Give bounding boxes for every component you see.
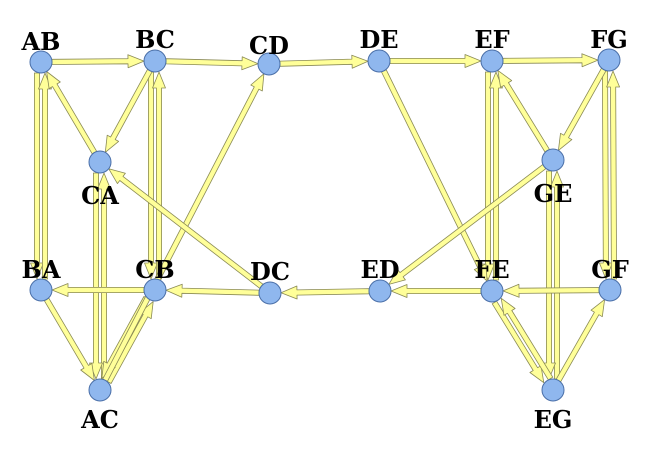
edge-ge-to-ef [497, 70, 550, 153]
node-de [367, 49, 391, 73]
edge-layer [30, 53, 620, 384]
node-label-fe: FE [474, 255, 509, 284]
edge-ca-to-ab [46, 71, 97, 155]
edge-fe-to-ed [390, 284, 482, 298]
edge-eg-to-fe [500, 297, 554, 381]
node-label-ca: CA [81, 181, 119, 210]
edge-gf-to-fg [606, 70, 620, 280]
node-label-ac: AC [80, 405, 119, 434]
edge-eg-to-gf [555, 299, 605, 383]
node-ca [88, 150, 112, 174]
node-gf [598, 278, 622, 302]
node-fg [597, 48, 621, 72]
edge-eg-to-ge [550, 170, 564, 380]
edge-bc-to-cd [165, 56, 259, 71]
node-layer [29, 48, 622, 402]
edge-cb-to-bc [152, 71, 166, 280]
edge-dc-to-cb [165, 283, 260, 298]
node-eg [541, 378, 565, 402]
node-label-cd: CD [249, 31, 289, 60]
edge-de-to-ef [389, 54, 482, 68]
node-ab [29, 50, 53, 74]
edge-ac-to-ca [97, 172, 111, 380]
node-label-cb: CB [135, 255, 174, 284]
node-ba [29, 278, 53, 302]
node-label-ba: BA [22, 255, 61, 284]
node-bc [143, 49, 167, 73]
edge-cb-to-ba [51, 283, 145, 297]
edge-ge-to-eg [542, 170, 556, 380]
node-label-fg: FG [590, 25, 628, 54]
node-ac [88, 378, 112, 402]
node-dc [258, 281, 282, 305]
node-ed [368, 279, 392, 303]
node-label-gf: GF [591, 255, 629, 284]
edge-fg-to-gf [599, 70, 613, 280]
label-layer: AB BC CD DE EF FG CA GE BA CB DC ED FE GF AC EG [21, 25, 629, 434]
node-label-ef: EF [474, 25, 509, 54]
edge-ge-to-ed [388, 164, 547, 285]
edge-bc-to-ca [104, 69, 153, 153]
node-label-ab: AB [21, 27, 61, 56]
node-label-bc: BC [135, 25, 175, 54]
edge-ab-to-bc [51, 54, 145, 69]
edge-cd-to-de [279, 54, 369, 69]
edge-ba-to-ab [38, 72, 52, 280]
node-fe [480, 279, 504, 303]
edge-fg-to-ge [558, 67, 607, 151]
node-label-dc: DC [250, 257, 290, 286]
node-label-ed: ED [360, 255, 399, 284]
edge-fe-to-ef [489, 71, 503, 281]
edge-gf-to-fe [502, 283, 600, 298]
edge-dc-to-ca [108, 168, 264, 289]
edge-bc-to-cb [144, 71, 158, 280]
node-cb [143, 278, 167, 302]
edge-ab-to-ba [30, 72, 44, 280]
edge-ba-to-ac [44, 297, 95, 381]
node-label-ge: GE [534, 179, 573, 208]
node-label-eg: EG [534, 405, 573, 434]
node-ge [541, 148, 565, 172]
node-cd [257, 52, 281, 76]
edge-ca-to-ac [89, 172, 103, 380]
edge-ef-to-fe [481, 71, 495, 281]
edge-ef-to-fg [502, 53, 599, 68]
node-ef [480, 49, 504, 73]
node-label-de: DE [359, 25, 398, 54]
edge-ed-to-dc [280, 285, 370, 300]
